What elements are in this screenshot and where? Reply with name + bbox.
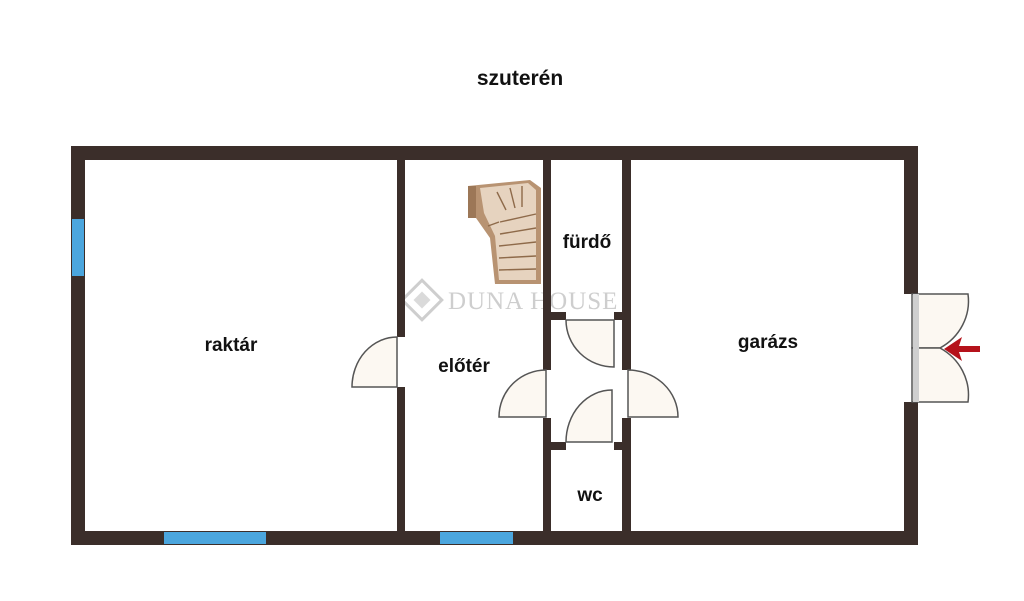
room-label-garazs: garázs xyxy=(738,332,798,353)
window-bottom-eloter[interactable] xyxy=(440,532,513,544)
entrance-arrow-icon xyxy=(944,337,980,361)
door-raktar[interactable] xyxy=(351,336,398,388)
wall-left xyxy=(71,146,85,545)
room-label-furdo: fürdő xyxy=(563,232,612,253)
wall-top xyxy=(71,146,918,160)
door-garazs-inner[interactable] xyxy=(627,369,679,418)
door-garage-entrance-lower[interactable] xyxy=(911,347,970,403)
windows xyxy=(72,219,513,544)
room-label-wc: wc xyxy=(576,485,603,506)
wall-eloter-bath xyxy=(543,146,551,545)
room-label-raktar: raktár xyxy=(205,335,258,356)
doors xyxy=(351,293,970,443)
room-label-eloter: előtér xyxy=(438,356,490,377)
staircase-icon xyxy=(468,180,541,284)
door-openings xyxy=(396,311,632,451)
wall-right-lower xyxy=(904,402,918,545)
window-left[interactable] xyxy=(72,219,84,276)
duna-house-logo-icon xyxy=(400,278,444,322)
wall-bath-garazs xyxy=(622,146,631,545)
watermark-text: DUNA HOUSE xyxy=(448,288,618,315)
floor-title: szuterén xyxy=(477,67,563,90)
door-furdo[interactable] xyxy=(565,319,615,368)
door-frame xyxy=(913,294,919,402)
watermark: DUNA HOUSE xyxy=(400,278,618,322)
wall-right-upper xyxy=(904,146,918,294)
window-bottom-raktar[interactable] xyxy=(164,532,266,544)
door-wc[interactable] xyxy=(565,389,613,443)
door-eloter-corridor[interactable] xyxy=(498,369,547,418)
